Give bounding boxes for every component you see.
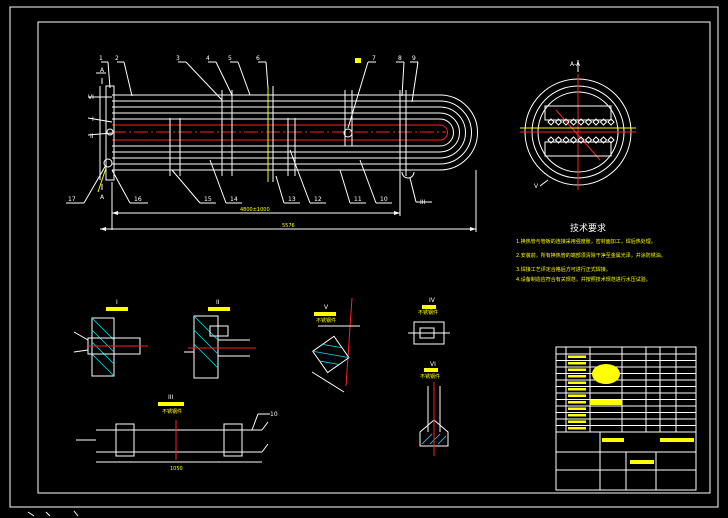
balloon-bottom-11: 11 <box>354 196 362 203</box>
bottom-balloon-labels: 17 16 15 14 13 12 11 10 <box>68 196 388 203</box>
detail-v-caption: 不锈钢件 <box>316 317 336 324</box>
section-a-a-view: A-A V <box>520 60 636 190</box>
tube-hole <box>584 118 593 126</box>
detail-ii-view: II <box>184 299 256 379</box>
parts-list-rows <box>556 353 696 430</box>
detail-v-view: V 不锈钢件 <box>311 297 360 393</box>
balloon-bottom-14: 14 <box>230 196 238 203</box>
technical-requirements: 技术要求 1.换热管与管板的连接采用强度胀，密封面加工，焊后热处理。 2.安装前… <box>516 222 666 283</box>
balloon-top-7: 7 <box>372 55 376 62</box>
section-detail-ref: V <box>534 183 539 190</box>
parts-row-text <box>568 427 586 430</box>
balloon-top-1: 1 <box>99 55 103 62</box>
detail-ii-label: II <box>216 299 220 306</box>
detail-iii-caption: 不锈钢件 <box>162 408 182 415</box>
parts-row-text <box>568 420 586 423</box>
parts-row-text <box>568 401 586 404</box>
detail-vi-caption: 不锈钢件 <box>420 373 440 380</box>
tube-hole <box>592 118 600 126</box>
detail-ref-ii: II <box>90 133 94 140</box>
dim-inner-label: 4800±1000 <box>240 207 270 213</box>
detail-ref-i: I <box>92 116 94 123</box>
detail-i-view: I <box>73 299 148 377</box>
top-balloon-labels: 1 2 3 4 5 6 7 8 9 <box>99 55 416 62</box>
title-block-parts-list <box>555 346 697 491</box>
tube-hole-pattern <box>547 118 615 144</box>
parts-row-text <box>568 375 586 378</box>
parts-row-text <box>568 407 586 410</box>
outer-frame <box>9 6 719 508</box>
tube-hole <box>554 118 563 126</box>
tube-hole <box>599 136 608 144</box>
balloon-bottom-13: 13 <box>288 196 296 203</box>
requirement-4: 4.设备制造应符合有关规范，并按照技术规范进行水压试验。 <box>516 276 651 283</box>
balloon-top-8: 8 <box>398 55 402 62</box>
section-mark-bottom: A <box>100 194 105 201</box>
section-mark-top: A <box>100 67 105 74</box>
requirement-1: 1.换热管与管板的连接采用强度胀，密封面加工，焊后热处理。 <box>516 238 656 245</box>
balloon-top-2: 2 <box>115 55 119 62</box>
tube-hole <box>547 118 555 126</box>
balloon-bottom-10: 10 <box>380 196 388 203</box>
tube-hole <box>562 118 570 126</box>
detail-iv-caption: 不锈钢件 <box>418 309 438 316</box>
parts-row-text <box>568 368 586 371</box>
detail-ref-iii: III <box>420 199 426 206</box>
tube-hole <box>577 118 585 126</box>
detail-i-label: I <box>116 299 118 306</box>
requirement-2: 2.安装前，所有换热管的端部须清除干净至金属光泽，并涂防锈油。 <box>516 252 666 259</box>
detail-iii-dim: 1050 <box>170 466 183 472</box>
parts-row-text <box>568 388 586 391</box>
tube-hole <box>569 118 578 126</box>
tube-hole <box>569 136 578 144</box>
tube-hole <box>577 136 585 144</box>
tube-hole <box>547 136 555 144</box>
parts-row-text <box>568 362 586 365</box>
bottom-balloon-leaders <box>66 149 432 204</box>
inner-frame <box>37 21 711 494</box>
tube-hole <box>607 118 615 126</box>
balloon-top-4: 4 <box>206 55 210 62</box>
parts-row-text <box>568 414 586 417</box>
balloon-bottom-17: 17 <box>68 196 76 203</box>
tube-hole <box>607 136 615 144</box>
balloon-bottom-12: 12 <box>314 196 322 203</box>
balloon-bottom-15: 15 <box>204 196 212 203</box>
balloon-top-5: 5 <box>228 55 232 62</box>
section-title: A-A <box>570 61 581 68</box>
detail-v-label: V <box>324 304 329 311</box>
parts-row-text <box>568 394 586 397</box>
requirement-3: 3.焊接工艺评定合格后方可进行正式焊接。 <box>516 266 611 273</box>
detail-vi-label: VI <box>430 361 436 368</box>
detail-iv-view: IV 不锈钢件 <box>408 297 450 345</box>
tube-hole <box>599 118 608 126</box>
detail-iii-balloon: 10 <box>270 411 278 418</box>
tube-hole <box>592 136 600 144</box>
tube-hole <box>554 136 563 144</box>
parts-row-text <box>568 355 586 358</box>
detail-vi-view: VI 不锈钢件 <box>419 361 449 456</box>
detail-ref-vi: VI <box>88 94 94 101</box>
balloon-bottom-16: 16 <box>134 196 142 203</box>
tube-hole <box>584 136 593 144</box>
balloon-top-3: 3 <box>176 55 180 62</box>
balloon-top-9: 9 <box>412 55 416 62</box>
dim-overall-label: 5576 <box>282 223 295 229</box>
tube-hole <box>562 136 570 144</box>
parts-row-text <box>568 381 586 384</box>
detail-iii-label: III <box>168 394 174 401</box>
requirements-heading: 技术要求 <box>570 222 606 234</box>
balloon-top-6: 6 <box>256 55 260 62</box>
top-balloon-leaders <box>101 58 419 129</box>
detail-iv-label: IV <box>429 297 436 304</box>
detail-iii-view: III 不锈钢件 10 1050 <box>76 394 278 472</box>
